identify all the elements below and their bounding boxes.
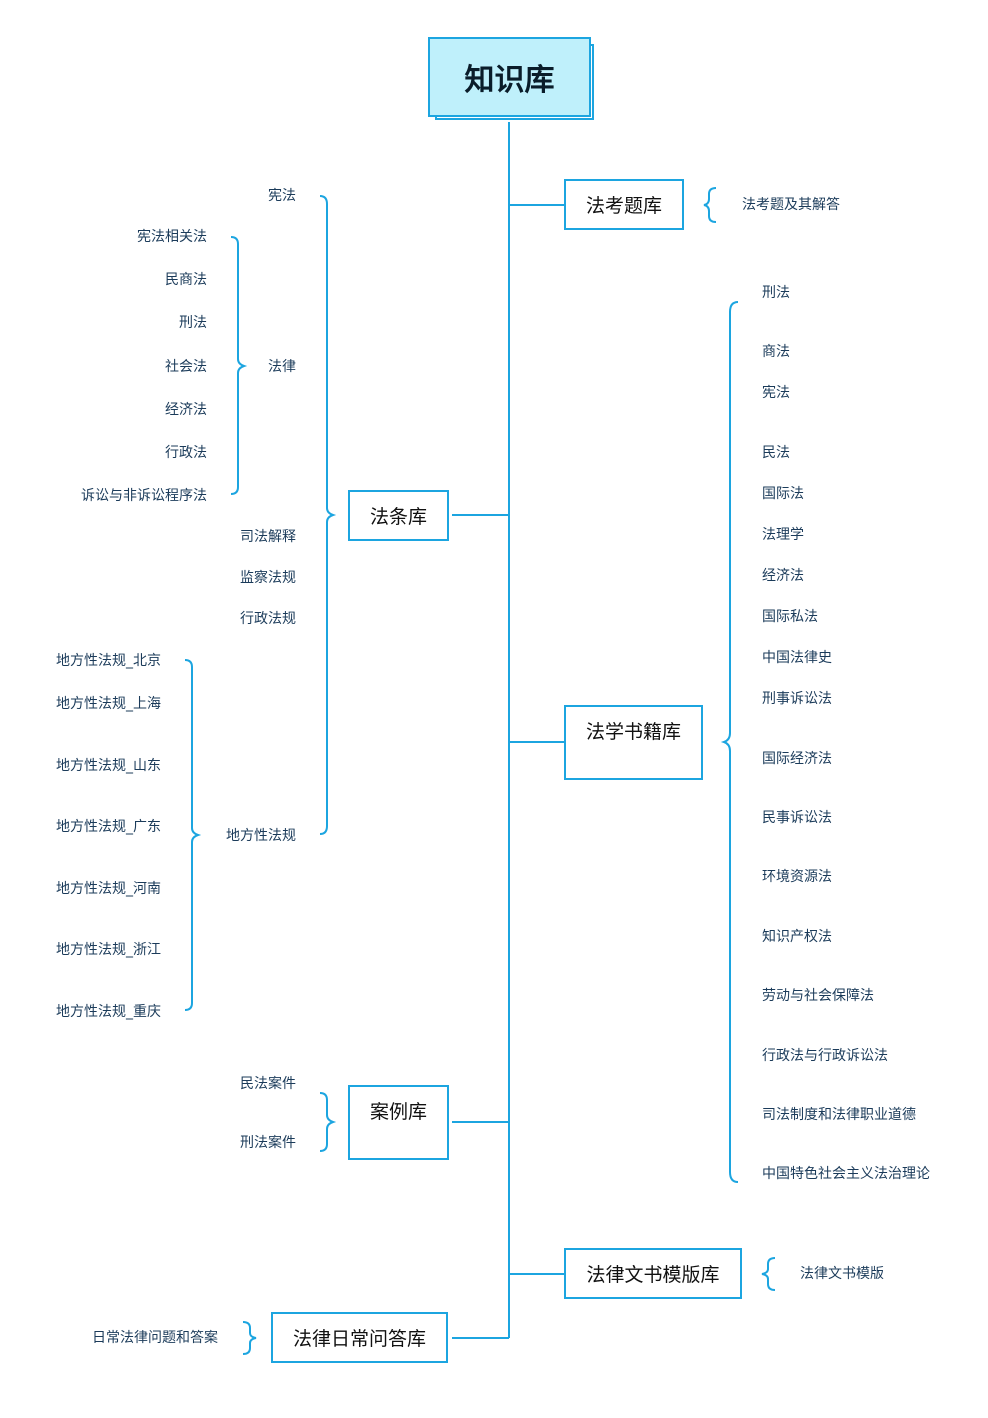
- category-qa[interactable]: 法律日常问答库: [271, 1312, 451, 1366]
- article-judicial-interpretation[interactable]: 司法解释: [240, 529, 296, 545]
- local-regulation-item[interactable]: 地方性法规_山东: [56, 758, 161, 774]
- book-item[interactable]: 国际法: [762, 486, 804, 502]
- book-item[interactable]: 经济法: [762, 568, 804, 584]
- book-item[interactable]: 宪法: [762, 385, 790, 401]
- exam-item[interactable]: 法考题及其解答: [742, 197, 840, 213]
- book-item[interactable]: 中国特色社会主义法治理论: [762, 1166, 930, 1182]
- book-item[interactable]: 中国法律史: [762, 650, 832, 666]
- book-item[interactable]: 刑法: [762, 285, 790, 301]
- article-constitution[interactable]: 宪法: [268, 188, 296, 204]
- article-local[interactable]: 地方性法规: [226, 828, 296, 844]
- qa-item[interactable]: 日常法律问题和答案: [92, 1330, 218, 1346]
- category-exam[interactable]: 法考题库: [564, 179, 687, 233]
- book-item[interactable]: 民法: [762, 445, 790, 461]
- law-item[interactable]: 经济法: [165, 402, 207, 418]
- law-item[interactable]: 刑法: [179, 315, 207, 331]
- local-regulation-item[interactable]: 地方性法规_北京: [56, 653, 161, 669]
- article-supervision-regulation[interactable]: 监察法规: [240, 570, 296, 586]
- local-regulation-item[interactable]: 地方性法规_上海: [56, 696, 161, 712]
- book-item[interactable]: 民事诉讼法: [762, 810, 832, 826]
- book-item[interactable]: 国际私法: [762, 609, 818, 625]
- law-item[interactable]: 民商法: [165, 272, 207, 288]
- book-item[interactable]: 刑事诉讼法: [762, 691, 832, 707]
- case-item[interactable]: 民法案件: [240, 1076, 296, 1092]
- book-item[interactable]: 知识产权法: [762, 929, 832, 945]
- law-item[interactable]: 诉讼与非诉讼程序法: [81, 488, 207, 504]
- law-item[interactable]: 行政法: [165, 445, 207, 461]
- article-law[interactable]: 法律: [268, 359, 296, 375]
- category-qa-label: 法律日常问答库: [292, 1328, 426, 1350]
- local-regulation-item[interactable]: 地方性法规_广东: [56, 819, 161, 835]
- root-title: 知识库: [464, 63, 555, 98]
- root-node[interactable]: 知识库: [428, 37, 594, 120]
- local-regulation-item[interactable]: 地方性法规_浙江: [56, 942, 161, 958]
- book-item[interactable]: 国际经济法: [762, 751, 832, 767]
- category-articles-label: 法条库: [369, 506, 427, 528]
- category-exam-label: 法考题库: [585, 195, 662, 217]
- category-cases[interactable]: 案例库: [348, 1085, 452, 1163]
- book-item[interactable]: 司法制度和法律职业道德: [762, 1107, 916, 1123]
- category-templates-label: 法律文书模版库: [586, 1264, 720, 1286]
- category-books[interactable]: 法学书籍库: [564, 705, 706, 783]
- local-regulation-item[interactable]: 地方性法规_河南: [56, 881, 161, 897]
- article-administrative-regulation[interactable]: 行政法规: [240, 611, 296, 627]
- category-books-label: 法学书籍库: [585, 721, 681, 743]
- local-regulation-item[interactable]: 地方性法规_重庆: [56, 1004, 161, 1020]
- case-item[interactable]: 刑法案件: [240, 1135, 296, 1151]
- book-item[interactable]: 法理学: [762, 527, 804, 543]
- template-item[interactable]: 法律文书模版: [800, 1266, 884, 1282]
- book-item[interactable]: 环境资源法: [762, 869, 832, 885]
- book-item[interactable]: 商法: [762, 344, 790, 360]
- book-item[interactable]: 劳动与社会保障法: [762, 988, 874, 1004]
- law-item[interactable]: 社会法: [165, 359, 207, 375]
- law-item[interactable]: 宪法相关法: [137, 229, 207, 245]
- category-cases-label: 案例库: [369, 1101, 427, 1123]
- category-articles[interactable]: 法条库: [348, 490, 452, 544]
- category-templates[interactable]: 法律文书模版库: [564, 1248, 745, 1302]
- root-node-wrapper: 知识库: [428, 37, 594, 120]
- book-item[interactable]: 行政法与行政诉讼法: [762, 1048, 888, 1064]
